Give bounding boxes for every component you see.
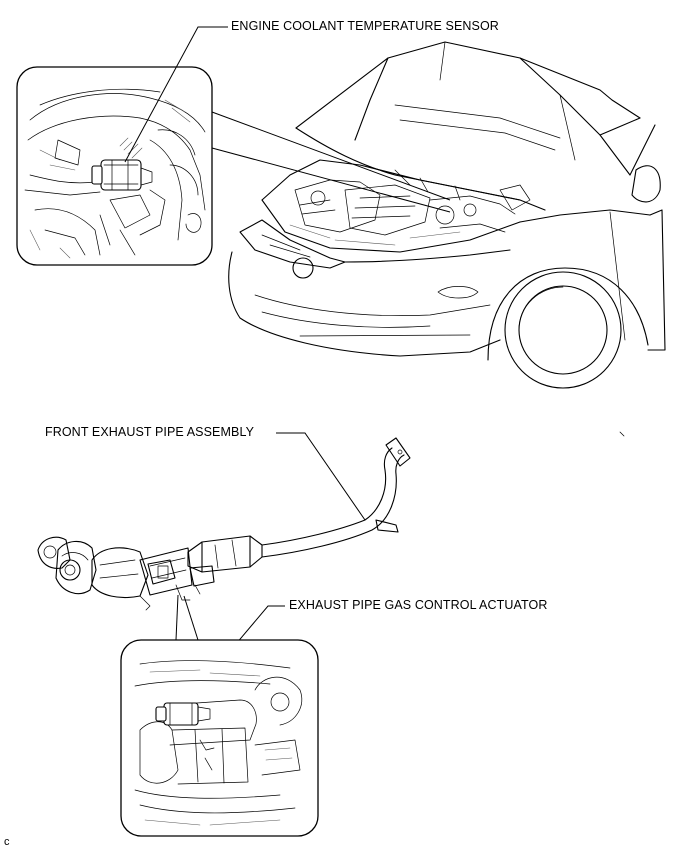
engine-coolant-temperature-sensor-label: ENGINE COOLANT TEMPERATURE SENSOR — [231, 19, 499, 33]
engine-coolant-temperature-sensor-part — [91, 159, 153, 191]
vehicle-front-illustration — [228, 41, 666, 389]
stray-mark — [619, 431, 625, 437]
inset-connector-upper — [211, 111, 451, 201]
inset-detail-lines-2 — [134, 660, 303, 826]
engine-bay-detail — [289, 169, 531, 246]
actuator-inset-connector-left — [175, 594, 179, 641]
inset-connector-lower — [211, 147, 451, 213]
corner-mark: c — [4, 836, 10, 848]
exhaust-pipe-gas-control-actuator-part — [155, 702, 211, 726]
exhaust-pipe-gas-control-actuator-label: EXHAUST PIPE GAS CONTROL ACTUATOR — [289, 598, 548, 612]
hatch-marks — [119, 137, 143, 159]
inset-engine-coolant-sensor — [16, 66, 213, 266]
actuator-inset-connector-right — [183, 595, 199, 641]
sensor-label-leader — [124, 26, 228, 163]
exhaust-pipe-label-leader — [276, 432, 366, 521]
front-exhaust-pipe-assembly-label: FRONT EXHAUST PIPE ASSEMBLY — [45, 425, 255, 439]
front-exhaust-pipe-illustration — [37, 437, 411, 611]
inset-gas-control-actuator — [120, 639, 319, 837]
